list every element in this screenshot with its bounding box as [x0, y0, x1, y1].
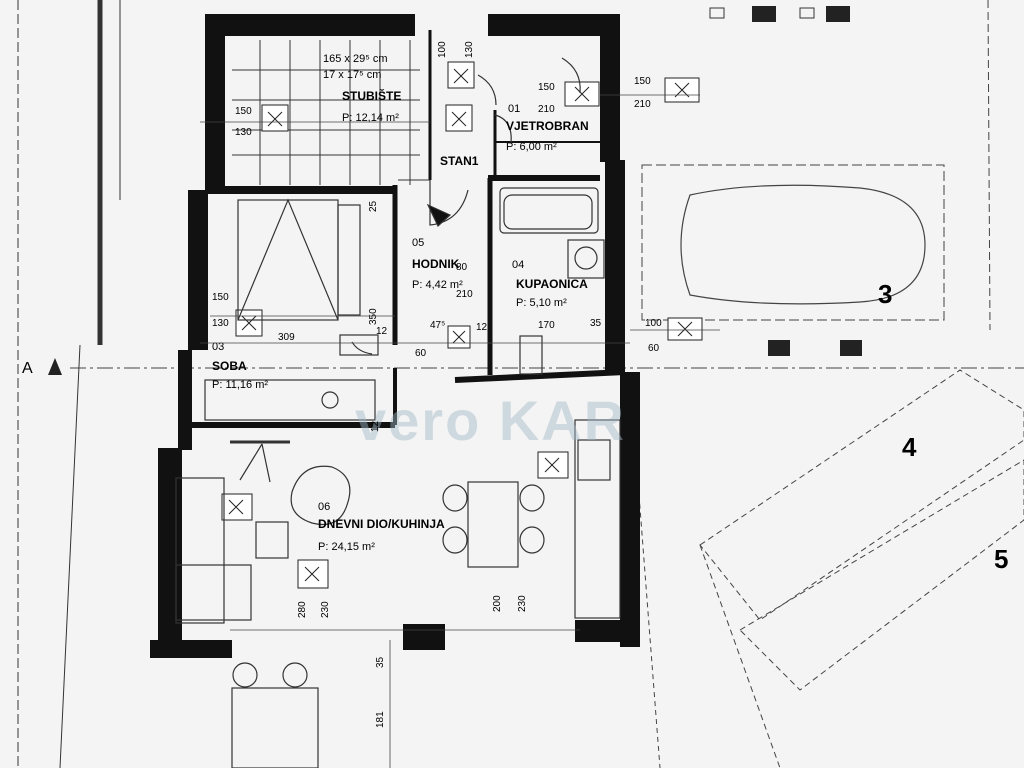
- room-area-stubiste: P: 12,14 m²: [342, 112, 399, 124]
- room-area-hodnik: P: 4,42 m²: [412, 279, 463, 291]
- section-line: A: [22, 358, 1024, 377]
- room-name-stubiste: STUBIŠTE: [342, 88, 401, 103]
- parking-number-3: 3: [878, 279, 892, 309]
- stair-note-2: 17 x 17⁵ cm: [323, 69, 381, 81]
- dim: 309: [278, 332, 295, 343]
- toilet: [519, 335, 543, 375]
- dining-table: [467, 481, 519, 568]
- dim: 12: [376, 326, 388, 337]
- room-name-hodnik: HODNIK: [412, 257, 460, 271]
- wardrobe: [204, 379, 376, 421]
- bathtub: [499, 187, 599, 234]
- dim: 80: [456, 262, 468, 273]
- window-markers: [221, 61, 703, 589]
- dim: 181: [375, 711, 386, 728]
- dim: 12: [476, 322, 488, 333]
- dim: 230: [517, 595, 528, 612]
- dimension-lines: [200, 94, 720, 768]
- dim: 230: [320, 601, 331, 618]
- parking-number-4: 4: [902, 432, 917, 462]
- bed: [237, 199, 339, 321]
- parking-area: [629, 0, 1024, 768]
- room-name-vjetrobran: VJETROBRAN: [506, 119, 589, 133]
- unit-name: STAN1: [440, 154, 479, 168]
- stair-note-1: 165 x 29⁵ cm: [323, 53, 387, 65]
- parking-number-5: 5: [994, 544, 1008, 574]
- dimension-labels: 150 130 100 130 150 210 150 210 150 130 …: [212, 41, 662, 728]
- interior-walls: [190, 30, 626, 428]
- dim: 60: [415, 348, 427, 359]
- dim: 150: [212, 292, 229, 303]
- dim: 130: [464, 41, 475, 58]
- section-marker-label: A: [22, 360, 33, 377]
- dim: 35: [375, 656, 386, 668]
- room-area-dnevni: P: 24,15 m²: [318, 541, 375, 553]
- bathroom-sink: [567, 239, 605, 279]
- dim: 100: [645, 318, 662, 329]
- dim: 210: [538, 104, 555, 115]
- dim: 12: [370, 420, 381, 432]
- room-name-dnevni: DNEVNI DIO/KUHINJA: [318, 517, 445, 531]
- dim: 130: [235, 127, 252, 138]
- room-labels: 165 x 29⁵ cm 17 x 17⁵ cm STUBIŠTE P: 12,…: [212, 53, 589, 553]
- stair-treads: [232, 40, 420, 185]
- exterior-walls: [150, 14, 640, 658]
- armchair: [290, 465, 351, 526]
- room-num-vjetrobran: 01: [508, 103, 520, 115]
- watermark: vero KAR: [355, 389, 626, 452]
- property-boundary: [17, 0, 121, 768]
- furniture: [175, 57, 621, 768]
- dim: 170: [538, 320, 555, 331]
- boundary-markers: [709, 6, 862, 356]
- dim: 210: [456, 289, 473, 300]
- dim: 25: [368, 200, 379, 212]
- kitchen-counter: [574, 419, 621, 619]
- dim: 100: [437, 41, 448, 58]
- dim: 350: [368, 308, 379, 325]
- dim: 130: [212, 318, 229, 329]
- room-name-soba: SOBA: [212, 359, 247, 373]
- room-num-hodnik: 05: [412, 237, 424, 249]
- dim: 150: [538, 82, 555, 93]
- dim: 210: [634, 99, 651, 110]
- room-num-kupaonica: 04: [512, 259, 524, 271]
- room-area-kupaonica: P: 5,10 m²: [516, 297, 567, 309]
- room-name-kupaonica: KUPAONICA: [516, 277, 588, 291]
- sofa: [175, 477, 225, 624]
- dim: 35: [590, 318, 602, 329]
- dim: 150: [634, 76, 651, 87]
- dim: 150: [235, 106, 252, 117]
- dim: 280: [297, 601, 308, 618]
- room-num-soba: 03: [212, 341, 224, 353]
- dim: 47⁵: [430, 320, 445, 331]
- room-num-dnevni: 06: [318, 501, 330, 513]
- outdoor-table: [231, 687, 319, 768]
- room-area-soba: P: 11,16 m²: [212, 379, 268, 391]
- room-area-vjetrobran: P: 6,00 m²: [506, 141, 557, 153]
- dim: 60: [648, 343, 660, 354]
- dim: 200: [492, 595, 503, 612]
